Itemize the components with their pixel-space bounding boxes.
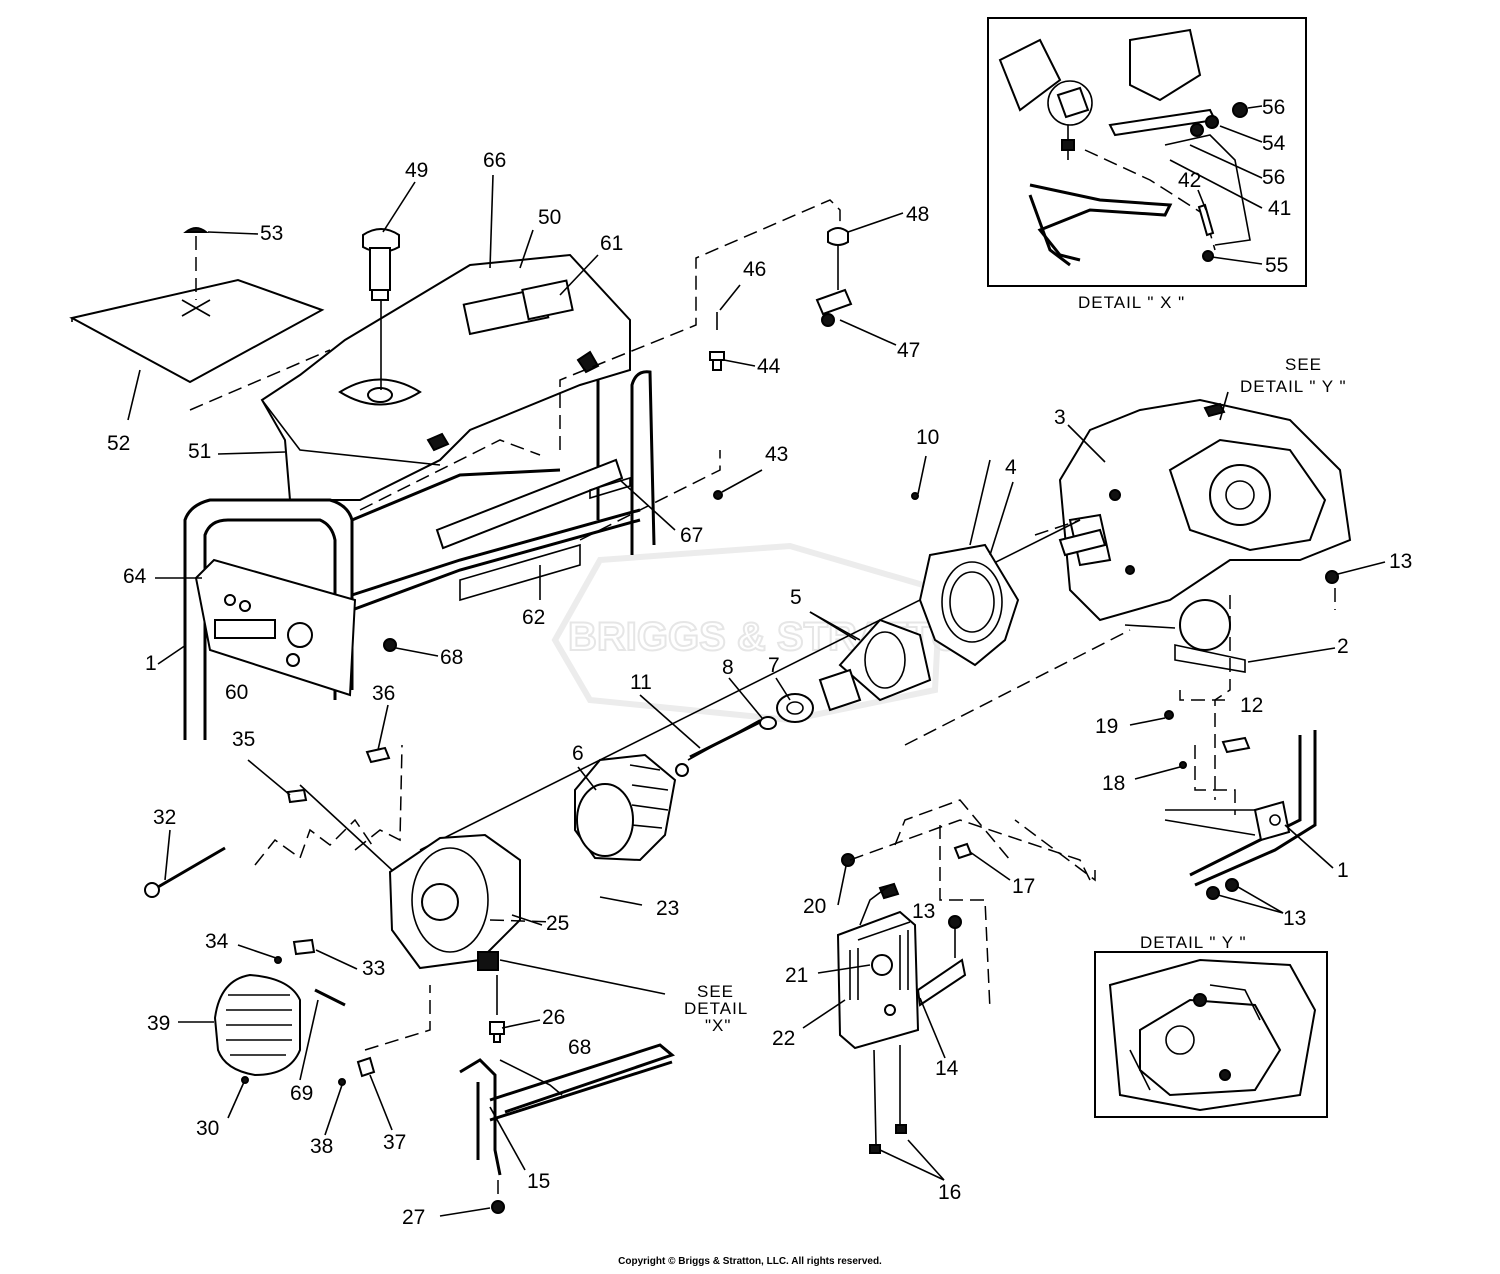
callout-34: 34 [205,930,229,953]
fuel-tank-assembly [69,181,841,740]
callout-1-bracket: 1 [1337,859,1349,882]
see-detail-y-line1: SEE [1285,355,1322,374]
control-box [836,799,1091,1154]
callout-12: 12 [1240,694,1263,717]
callout-13-box: 13 [912,900,935,923]
callout-10: 10 [916,426,939,449]
callout-27: 27 [402,1206,425,1229]
callout-4: 4 [1005,456,1017,479]
callout-49: 49 [405,159,428,182]
callout-64: 64 [123,565,147,588]
detail-x-title: DETAIL " X " [1078,293,1185,312]
callout-52: 52 [107,432,130,455]
callout-32: 32 [153,806,176,829]
callout-26: 26 [542,1006,565,1029]
callout-68-frame: 68 [440,646,463,669]
see-detail-y-line2: DETAIL " Y " [1240,377,1347,396]
stator-rotor [687,459,1020,761]
see-detail-x-line3: "X" [705,1016,731,1035]
callout-20: 20 [803,895,826,918]
callout-2: 2 [1337,635,1349,658]
callout-30: 30 [196,1117,219,1140]
callout-53: 53 [260,222,283,245]
callout-13-bracket: 13 [1283,907,1306,930]
callout-16: 16 [938,1181,961,1204]
callout-5: 5 [790,586,802,609]
small-parts-left [144,744,431,1086]
callout-55: 55 [1265,254,1288,277]
callout-69: 69 [290,1082,313,1105]
callout-43: 43 [765,443,788,466]
callout-3: 3 [1054,406,1066,429]
callout-15: 15 [527,1170,550,1193]
copyright-notice: Copyright © Briggs & Stratton, LLC. All … [618,1256,882,1267]
detail-y-title: DETAIL " Y " [1140,933,1247,952]
fuel-valve [709,212,927,500]
callout-38: 38 [310,1135,333,1158]
leader-lines [155,174,1014,1181]
callout-6: 6 [572,742,584,765]
callout-23: 23 [656,897,679,920]
callout-66: 66 [483,149,506,172]
callout-48: 48 [906,203,929,226]
detail-y-box [1094,951,1328,1118]
foot-bracket [439,975,676,1217]
callout-67: 67 [680,524,703,547]
callout-labels: 1 1 2 3 4 5 6 7 8 10 11 12 13 13 13 14 1… [107,96,1412,1229]
callout-22: 22 [772,1027,795,1050]
callout-17: 17 [1012,875,1035,898]
callout-68-foot: 68 [568,1036,591,1059]
callout-18: 18 [1102,772,1125,795]
callout-41: 41 [1268,197,1291,220]
callout-21: 21 [785,964,808,987]
see-detail-x: SEE DETAIL "X" [684,982,748,1035]
callout-54: 54 [1262,132,1286,155]
callout-35: 35 [232,728,255,751]
callout-1-frame: 1 [145,652,157,675]
callout-14: 14 [935,1057,959,1080]
callout-56-top: 56 [1262,96,1285,119]
callout-19: 19 [1095,715,1118,738]
callout-11: 11 [630,671,652,694]
callout-50: 50 [538,206,561,229]
callout-39: 39 [147,1012,170,1035]
callout-47: 47 [897,339,920,362]
callout-33: 33 [362,957,385,980]
callout-37: 37 [383,1131,406,1154]
callout-44: 44 [757,355,781,378]
callout-13-engine: 13 [1389,550,1412,573]
callout-51: 51 [188,440,211,463]
callout-60: 60 [225,681,248,704]
end-bell [388,753,689,995]
callout-7: 7 [768,654,780,677]
callout-36: 36 [372,682,395,705]
detail-x-box [987,17,1307,287]
callout-56-bottom: 56 [1262,166,1285,189]
callout-62: 62 [522,606,545,629]
right-bracket [904,561,1386,914]
see-detail-y: SEE DETAIL " Y " [1240,355,1347,396]
callout-25: 25 [546,912,569,935]
callout-8: 8 [722,656,734,679]
see-detail-x-line1: SEE [697,982,734,1001]
see-detail-x-line2: DETAIL [684,999,748,1018]
callout-46: 46 [743,258,766,281]
callout-42: 42 [1178,169,1201,192]
callout-61: 61 [600,232,623,255]
engine [1034,391,1352,651]
